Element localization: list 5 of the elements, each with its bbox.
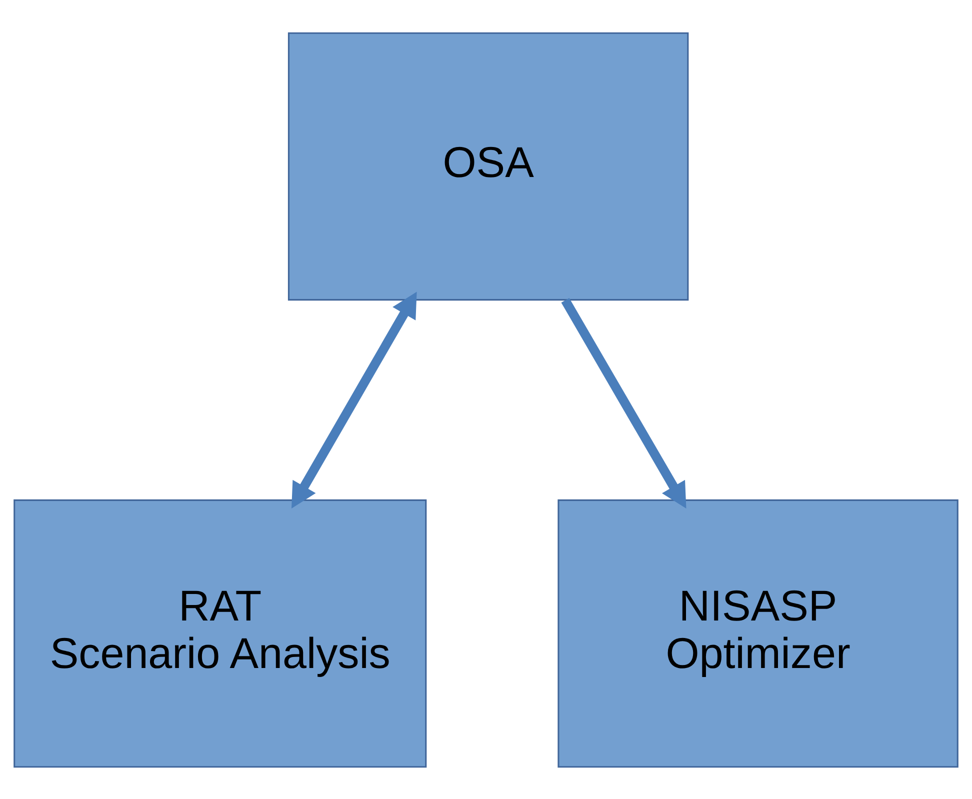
arrow	[561, 298, 686, 508]
node-box: NISASP Optimizer	[558, 498, 958, 768]
node-box: RAT Scenario Analysis	[14, 498, 427, 768]
arrow	[291, 291, 417, 508]
node-box: OSA	[288, 32, 689, 300]
